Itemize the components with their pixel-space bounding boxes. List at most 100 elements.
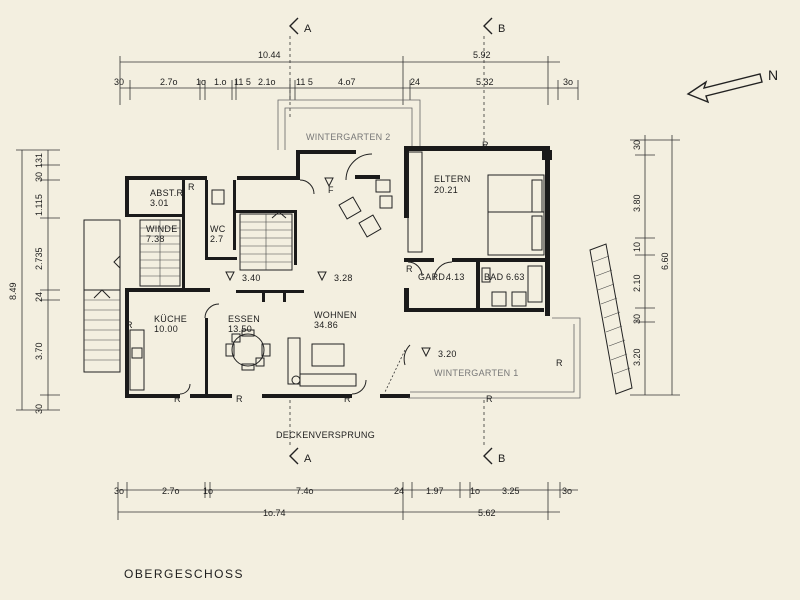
marker-r: R: [188, 182, 195, 192]
marker-r: R: [406, 264, 413, 274]
section-markers: A B A B: [289, 17, 505, 465]
dim-left-part: 24: [34, 292, 44, 302]
section-a-top-label: A: [304, 23, 312, 35]
room-abstr-area: 3.01: [150, 198, 169, 208]
bathtub: [527, 265, 543, 303]
dim-bottom-part: 7.4o: [296, 486, 314, 496]
dim-top-part: 30: [114, 77, 124, 87]
dim-right-part: 30: [632, 314, 642, 324]
room-essen-name: ESSEN: [228, 314, 260, 324]
section-b-top-label: B: [498, 23, 505, 35]
room-eltern-area: 20.21: [434, 185, 458, 195]
plan-title: OBERGESCHOSS: [124, 567, 244, 581]
bed: [487, 174, 545, 256]
armchair: [358, 214, 382, 238]
interior-walls: [125, 175, 547, 396]
dim-bottom-overall-2: 5.62: [478, 508, 496, 518]
room-kueche-area: 10.00: [154, 324, 178, 334]
room-wc-name: WC: [210, 224, 226, 234]
wardrobe: [407, 151, 423, 253]
dim-top-part: 5.32: [476, 77, 494, 87]
section-a-arrow: [289, 447, 299, 465]
dim-right-part: 10: [632, 242, 642, 252]
dim-bottom-overall-1: 1o.74: [263, 508, 286, 518]
dim-left-part: 3.70: [34, 342, 44, 360]
room-essen-area: 13.50: [228, 324, 252, 334]
level-2: 3.28: [334, 273, 353, 283]
bottom-dimensions: 3o 2.7o 1o 7.4o 24 1.97 1o 3.25 3o 1o.74…: [114, 482, 578, 520]
north-label: N: [768, 67, 778, 83]
dim-top-overall-2: 5.92: [473, 50, 491, 60]
marker-r: R: [482, 140, 489, 150]
marker-f: F: [328, 185, 334, 195]
level-3: 3.20: [438, 349, 457, 359]
room-bad-area: 6.63: [506, 272, 525, 282]
room-wohnen-name: WOHNEN: [314, 310, 357, 320]
dim-left-part: 131: [34, 153, 44, 168]
dim-bottom-part: 3.25: [502, 486, 520, 496]
dim-right-part: 3.80: [632, 194, 642, 212]
kitchen-counter: [129, 329, 145, 391]
dim-left-part: 1.115: [34, 194, 44, 216]
room-wc-area: 2.7: [210, 234, 223, 244]
dim-bottom-part: 3o: [562, 486, 572, 496]
washbasin: [491, 291, 507, 307]
room-wintergarten1-name: WINTERGARTEN 1: [434, 368, 519, 378]
room-wintergarten2-name: WINTERGARTEN 2: [306, 132, 391, 142]
annotation-deckenvorsprung: DECKENVERSPRUNG: [276, 430, 375, 440]
dim-right-part: 2.10: [632, 274, 642, 292]
marker-r: R: [126, 320, 133, 330]
marker-r: R: [236, 394, 243, 404]
section-a-arrow: [289, 17, 299, 35]
dim-left-overall: 8.49: [8, 282, 18, 300]
dim-top-part: 4.o7: [338, 77, 356, 87]
top-dimensions: 10.44 5.92 30 2.7o 1o 1.o 11 5 2.1o 11 5…: [114, 50, 579, 105]
dim-bottom-part: 1o: [470, 486, 480, 496]
marker-r: R: [174, 394, 181, 404]
dining-table: [231, 333, 265, 367]
coffee-table: [311, 343, 345, 367]
dim-top-part: 2.7o: [160, 77, 178, 87]
dim-top-part: 2.1o: [258, 77, 276, 87]
room-kueche-name: KÜCHE: [154, 314, 187, 324]
dim-left-part: 30: [34, 404, 44, 414]
dim-top-part: 1o: [196, 77, 206, 87]
radiator-markers: R R R R R R R R R F: [126, 140, 563, 404]
wintergarten-1-outline: [384, 317, 581, 399]
room-gard-name: GARD.: [418, 272, 448, 282]
dim-bottom-part: 1.97: [426, 486, 444, 496]
room-abstr-name: ABST.R: [150, 188, 184, 198]
left-dimensions: 30 3.70 24 2.735 1.115 131 30 8.49: [8, 149, 60, 414]
dim-left-part: 2.735: [34, 247, 44, 270]
level-markers: [113, 177, 431, 358]
dim-top-part: 11 5: [296, 77, 313, 87]
wintergarten-2-outline: [277, 99, 421, 150]
dim-right-part: 30: [632, 140, 642, 150]
dim-right-overall: 6.60: [660, 252, 670, 270]
section-b-arrow: [483, 17, 493, 35]
washbasin: [511, 291, 527, 307]
exterior-walls: [125, 146, 552, 398]
dim-top-overall-1: 10.44: [258, 50, 281, 60]
marker-r: R: [486, 394, 493, 404]
room-wohnen-area: 34.86: [314, 320, 338, 330]
north-arrow: N: [686, 67, 778, 104]
room-winde-name: WINDE: [146, 224, 178, 234]
furniture: [129, 151, 545, 391]
dim-top-part: 1.o: [214, 77, 227, 87]
armchair: [338, 196, 362, 220]
dim-bottom-part: 3o: [114, 486, 124, 496]
toilet: [211, 189, 225, 205]
room-labels: WINTERGARTEN 2 ELTERN 20.21 ABST.R 3.01 …: [146, 132, 525, 440]
dim-bottom-part: 1o: [203, 486, 213, 496]
dim-top-part: 24: [410, 77, 420, 87]
room-winde-area: 7.38: [146, 234, 165, 244]
room-eltern-name: ELTERN: [434, 174, 471, 184]
section-b-arrow: [483, 447, 493, 465]
right-dimensions: 30 3.80 10 2.10 30 3.20 6.60: [630, 135, 680, 396]
stairs: [83, 211, 633, 395]
room-gard-area: 4.13: [446, 272, 465, 282]
dim-bottom-part: 24: [394, 486, 404, 496]
dim-bottom-part: 2.7o: [162, 486, 180, 496]
